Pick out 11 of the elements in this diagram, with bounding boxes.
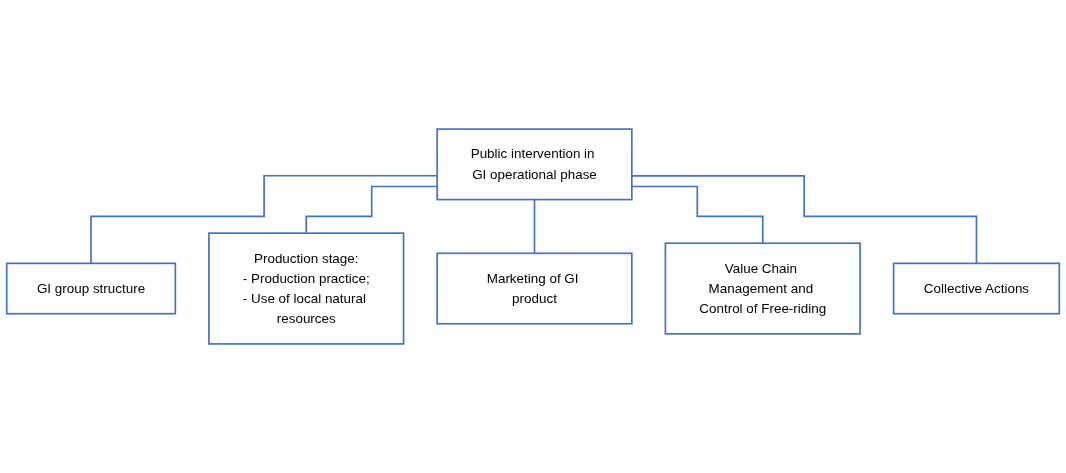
connector — [305, 185, 438, 234]
connector — [533, 198, 536, 255]
node-box: Collective Actions — [892, 262, 1061, 315]
connector — [631, 185, 764, 245]
node-box: Production stage: - Production practice; - Use of local natural resources — [208, 232, 405, 345]
connector — [90, 174, 438, 265]
node-box: Public intervention in GI operational phase — [436, 128, 633, 201]
node-box: Marketing of GI product — [436, 252, 633, 325]
node-box: GI group structure — [5, 262, 177, 315]
connector — [631, 174, 978, 265]
node-box: Value Chain Management and Control of Free-riding — [664, 242, 861, 335]
